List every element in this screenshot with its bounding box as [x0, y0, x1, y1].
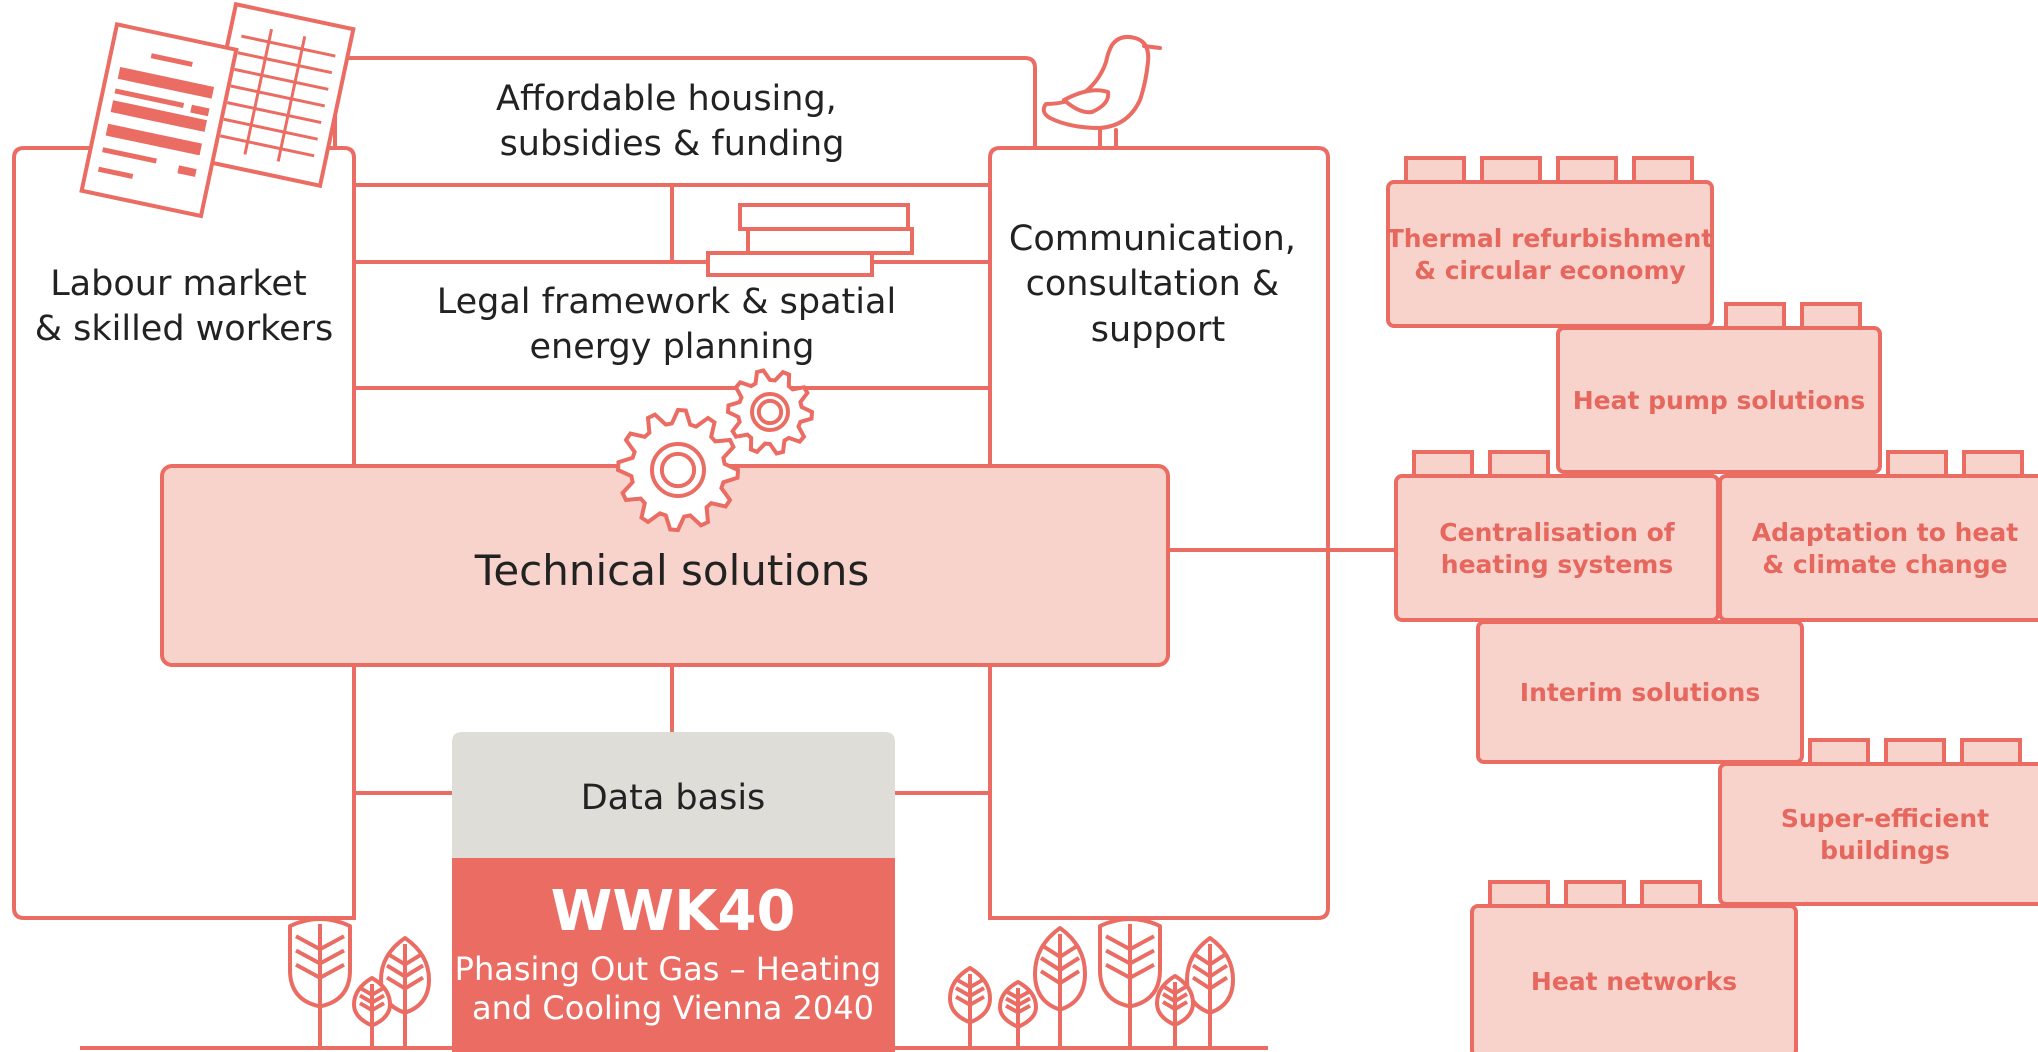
labour-market-label: Labour market & skilled workers — [35, 264, 334, 349]
gear-hub — [659, 451, 697, 489]
tree-icon — [352, 976, 392, 1048]
brick-icon — [1488, 880, 1550, 908]
brick-body — [1476, 620, 1804, 764]
data-basis-box — [452, 732, 895, 858]
tree-icon — [288, 917, 352, 1048]
program-box — [452, 732, 895, 1052]
brick-icon — [1632, 156, 1694, 184]
technical-solutions-label: Technical solutions — [474, 546, 869, 595]
brick-body — [1386, 180, 1714, 328]
brick-icon — [1564, 880, 1626, 908]
tree-icon — [948, 966, 992, 1048]
legal-label: Legal framework & spatial energy plannin… — [437, 282, 908, 367]
bird-icon — [1041, 34, 1162, 150]
brick-body — [1718, 762, 2038, 906]
program-subtitle: Phasing Out Gas – Heating and Cooling Vi… — [455, 950, 892, 1027]
brick-icon — [1960, 738, 2022, 766]
brick-label: Interim solutions — [1520, 678, 1760, 707]
brick-label: Heat pump solutions — [1573, 386, 1866, 415]
brick-body — [1718, 474, 2038, 622]
brick-icon — [1808, 738, 1870, 766]
tree-icon — [1155, 974, 1195, 1048]
brick-icon — [1412, 450, 1474, 478]
brick-icon — [1404, 156, 1466, 184]
tree-icon — [379, 936, 431, 1048]
brick-interim: Interim solutions — [1476, 620, 1804, 764]
brick-icon — [1556, 156, 1618, 184]
housing-frame — [333, 56, 1037, 188]
brick-label: Adaptation to heat& climate change — [1752, 518, 2018, 579]
brick-label: Heat networks — [1531, 967, 1737, 996]
brick-icon — [1800, 302, 1862, 330]
brick-body — [1394, 474, 1720, 622]
brick-heat-pump: Heat pump solutions — [1556, 302, 1882, 474]
tree-icon — [1185, 936, 1235, 1048]
communication-label: Communication, consultation & support — [1009, 219, 1307, 350]
wwk40-box — [452, 858, 895, 1052]
brick-icon — [1886, 450, 1948, 478]
documents-icon — [79, 1, 356, 219]
brick-body — [1556, 326, 1882, 474]
tree-icon — [998, 980, 1038, 1048]
tree-icon — [1033, 926, 1087, 1048]
trees — [288, 917, 1235, 1048]
brick-adaptation: Adaptation to heat& climate change — [1718, 450, 2038, 622]
program-name: WWK40 — [551, 879, 796, 944]
brick-icon — [1640, 880, 1702, 908]
brick-icon — [1884, 738, 1946, 766]
brick-icon — [1724, 302, 1786, 330]
brick-thermal: Thermal refurbishment& circular economy — [1386, 156, 1714, 328]
housing-label: Affordable housing, subsidies & funding — [496, 79, 848, 164]
brick-icon — [1488, 450, 1550, 478]
gears-icon — [615, 368, 815, 533]
brick-body — [1470, 904, 1798, 1052]
brick-icon — [1962, 450, 2024, 478]
brick-label: Thermal refurbishment& circular economy — [1387, 224, 1714, 285]
gear-hub — [756, 398, 784, 426]
tree-icon — [1098, 917, 1162, 1048]
data-basis-label: Data basis — [581, 778, 766, 818]
brick-heat-networks: Heat networks — [1470, 880, 1798, 1052]
bricks: Thermal refurbishment& circular economyH… — [1386, 156, 2038, 1052]
books-icon — [706, 203, 914, 277]
brick-icon — [1480, 156, 1542, 184]
